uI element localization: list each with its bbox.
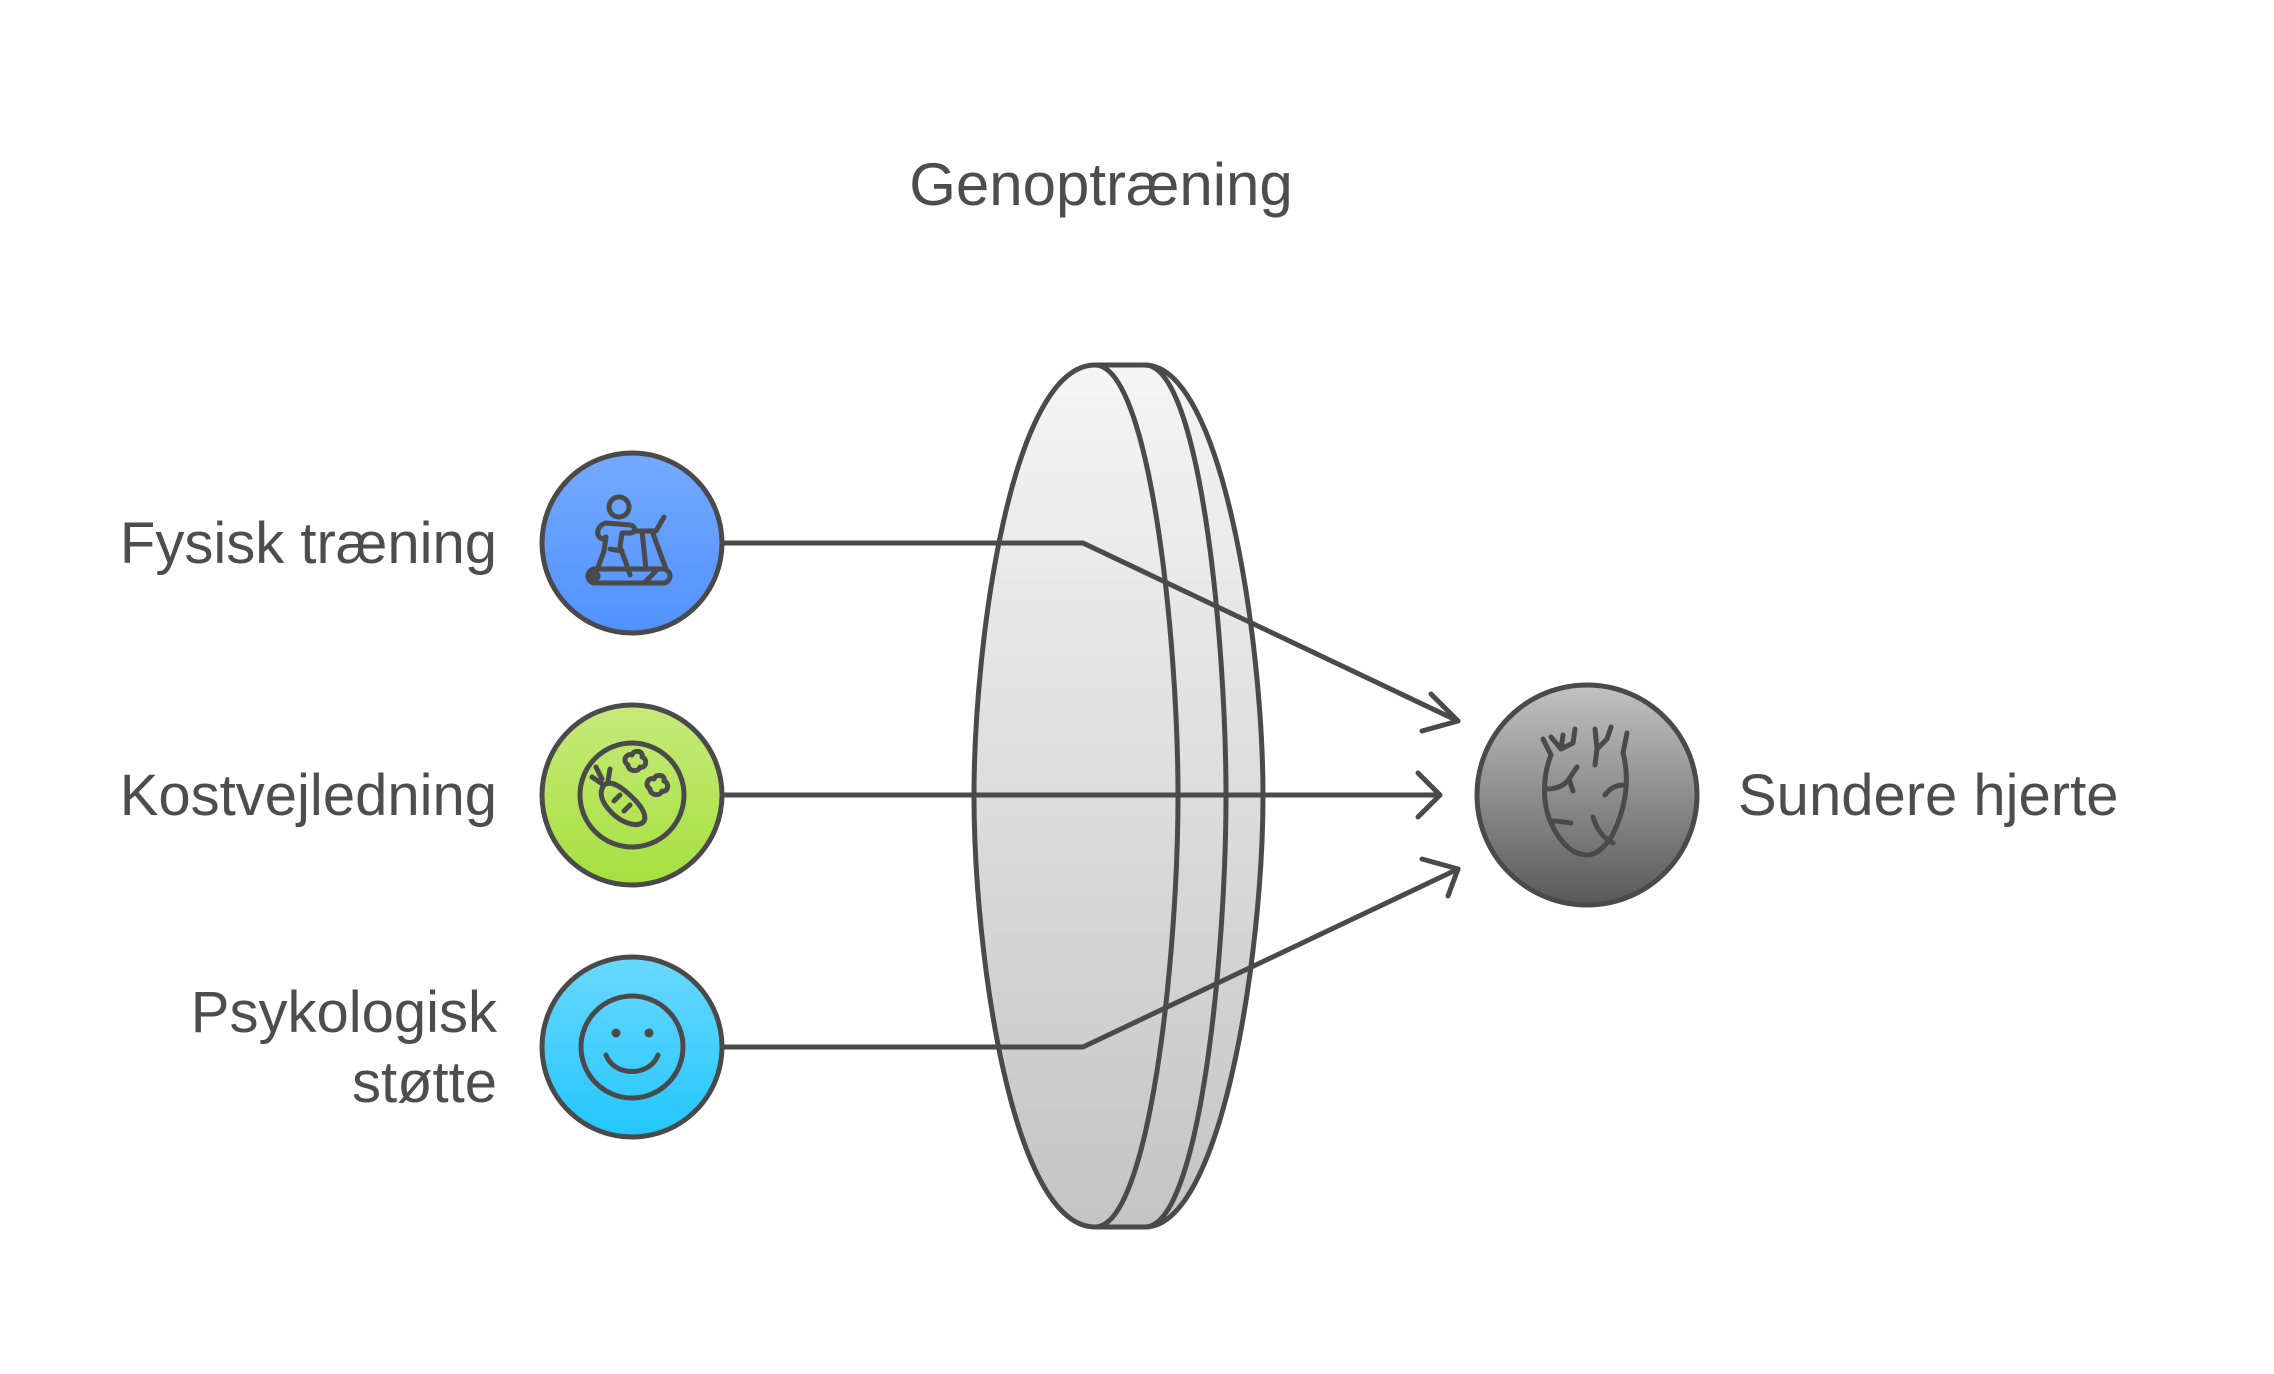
output-label: Sundere hjerte — [1738, 763, 2118, 828]
heart-anatomy-icon — [1540, 724, 1630, 858]
input-node-fysisk-traening: Fysisk træning — [120, 450, 725, 636]
input-label: Kostvejledning — [120, 763, 497, 828]
connector-psykologisk-stotte — [720, 866, 1461, 1050]
diagram-title: Genoptræning — [909, 151, 1293, 218]
connector-fysisk-traening — [720, 540, 1461, 724]
output-node-sundere-hjerte: Sundere hjerte — [1474, 682, 2118, 908]
input-circle — [539, 450, 725, 636]
arrowhead-bottom — [1419, 856, 1461, 899]
connectors — [720, 540, 1461, 1050]
arrowhead-middle — [1415, 770, 1443, 820]
smiley-face-icon — [578, 993, 686, 1101]
vegetables-plate-icon — [577, 740, 687, 850]
input-node-kostvejledning: Kostvejledning — [120, 702, 725, 888]
treadmill-icon — [585, 494, 673, 586]
input-label: Fysisk træning — [120, 511, 497, 576]
input-circle — [539, 954, 725, 1140]
output-circle — [1474, 682, 1700, 908]
input-label-line-2: støtte — [352, 1050, 497, 1115]
input-label-line-1: Psykologisk — [191, 980, 498, 1045]
input-node-psykologisk-stotte: Psykologisk støtte — [191, 954, 725, 1140]
arrowhead-top — [1419, 691, 1461, 734]
